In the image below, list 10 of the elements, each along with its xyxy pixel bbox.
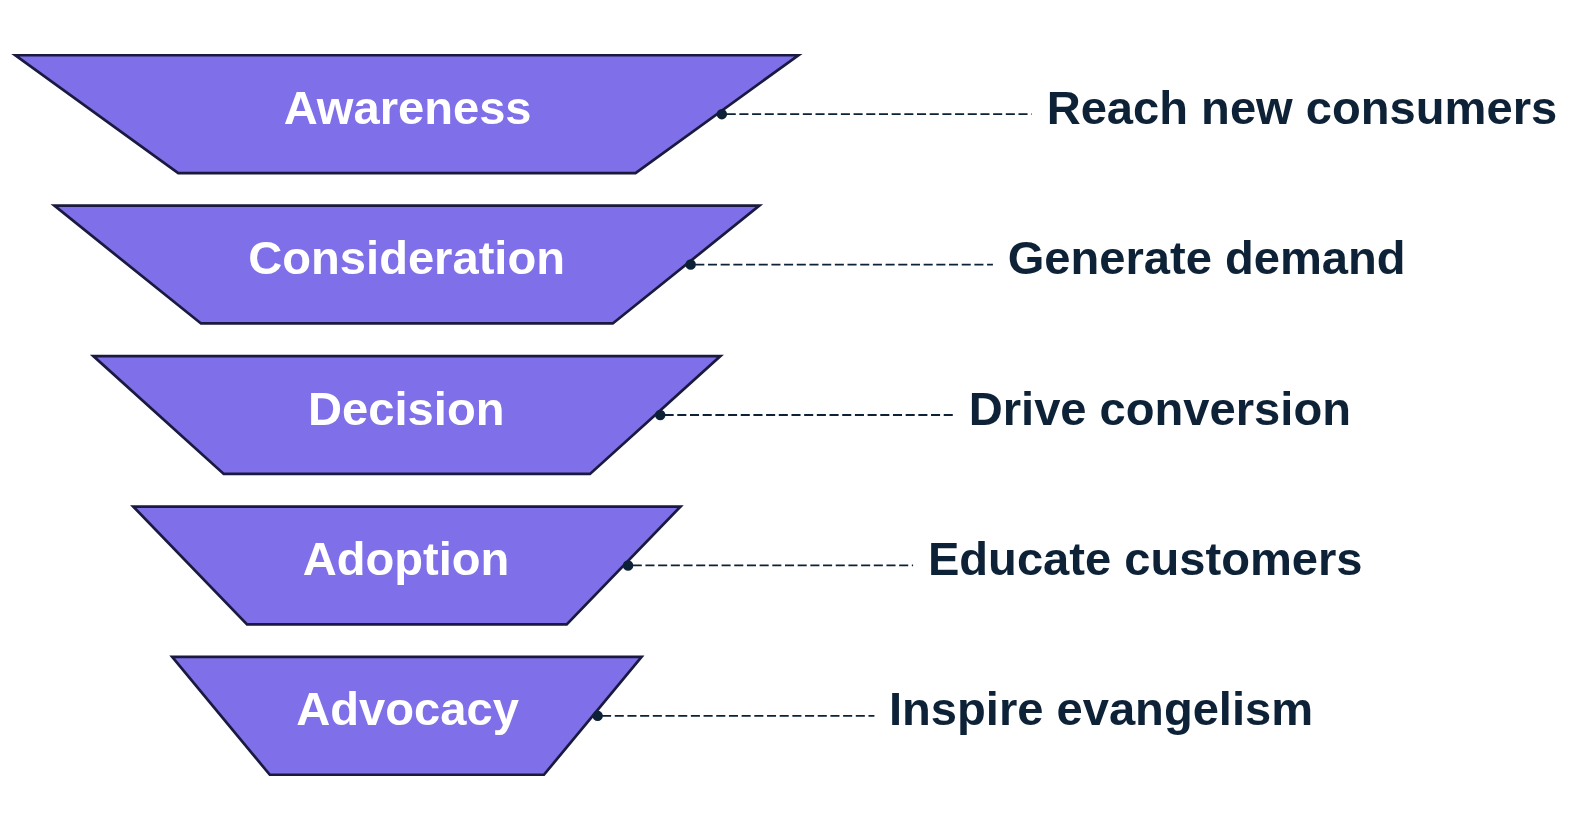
connector [654, 409, 955, 420]
connector [685, 258, 994, 270]
node-text: Educate customers [927, 531, 1363, 585]
connector [622, 559, 914, 571]
node-text: Generate demand [1007, 230, 1406, 284]
connector [716, 108, 1033, 119]
node-text: Inspire evangelism [888, 681, 1314, 735]
connector [592, 710, 876, 721]
node-text: Drive conversion [968, 381, 1351, 435]
node-text: Reach new consumers [1046, 80, 1558, 134]
